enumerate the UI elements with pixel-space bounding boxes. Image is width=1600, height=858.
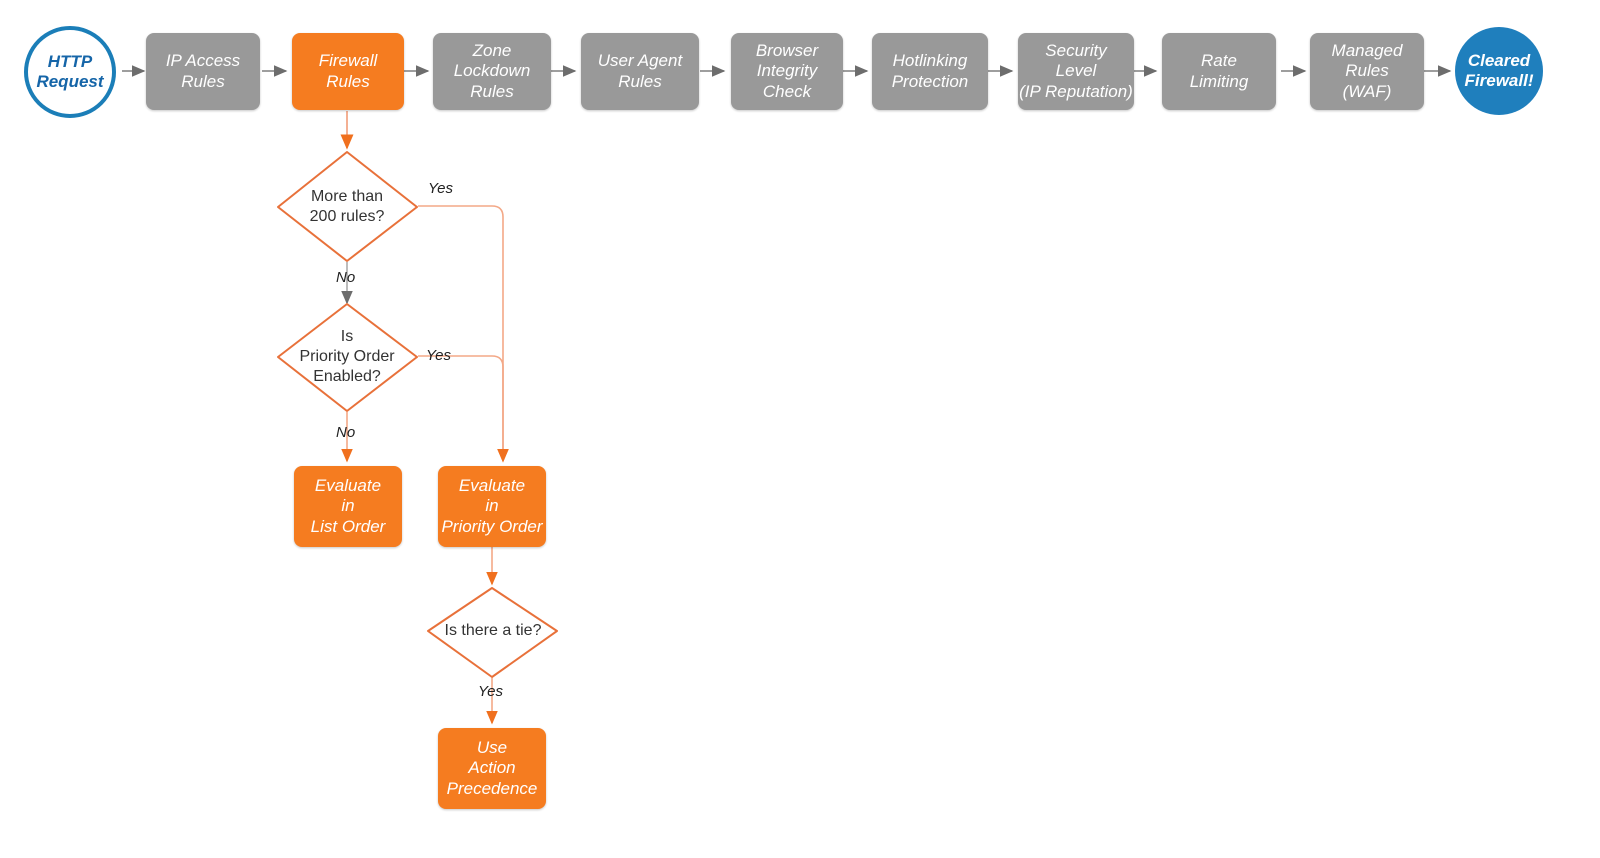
- node-use-action-precedence[interactable]: Use Action Precedence: [438, 728, 546, 809]
- node-security-level[interactable]: Security Level (IP Reputation): [1018, 33, 1134, 110]
- node-hotlinking-protection[interactable]: Hotlinking Protection: [872, 33, 988, 110]
- node-evaluate-in-priority-order[interactable]: Evaluate in Priority Order: [438, 466, 546, 547]
- edge-label-no-more-than-200-rules: No: [336, 269, 356, 286]
- node-browser-integrity-check[interactable]: Browser Integrity Check: [731, 33, 843, 110]
- node-rate-limiting[interactable]: Rate Limiting: [1162, 33, 1276, 110]
- node-managed-rules-waf[interactable]: Managed Rules (WAF): [1310, 33, 1424, 110]
- node-firewall-rules[interactable]: Firewall Rules: [292, 33, 404, 110]
- node-zone-lockdown-rules[interactable]: Zone Lockdown Rules: [433, 33, 551, 110]
- node-user-agent-rules[interactable]: User Agent Rules: [581, 33, 699, 110]
- edge-label-no-is-priority-order: No: [336, 424, 356, 441]
- decision-label-is-there-a-tie: Is there a tie?: [444, 622, 542, 639]
- decision-shape-is-priority-order: [277, 303, 418, 412]
- decision-label-is-priority-order: Is Priority Order Enabled?: [299, 328, 395, 385]
- node-evaluate-in-list-order[interactable]: Evaluate in List Order: [294, 466, 402, 547]
- edge-label-yes-is-priority-order: Yes: [426, 347, 452, 364]
- decision-label-more-than-200-rules: More than 200 rules?: [309, 188, 385, 225]
- decision-shape-more-than-200-rules: [277, 151, 418, 262]
- node-cleared-firewall[interactable]: Cleared Firewall!: [1455, 27, 1543, 115]
- edge-label-yes-is-there-a-tie: Yes: [478, 683, 504, 700]
- node-http-request[interactable]: HTTP Request: [24, 26, 116, 118]
- node-ip-access-rules[interactable]: IP Access Rules: [146, 33, 260, 110]
- edge-label-yes-more-than-200-rules: Yes: [428, 180, 454, 197]
- decision-shape-is-there-a-tie: [427, 587, 558, 678]
